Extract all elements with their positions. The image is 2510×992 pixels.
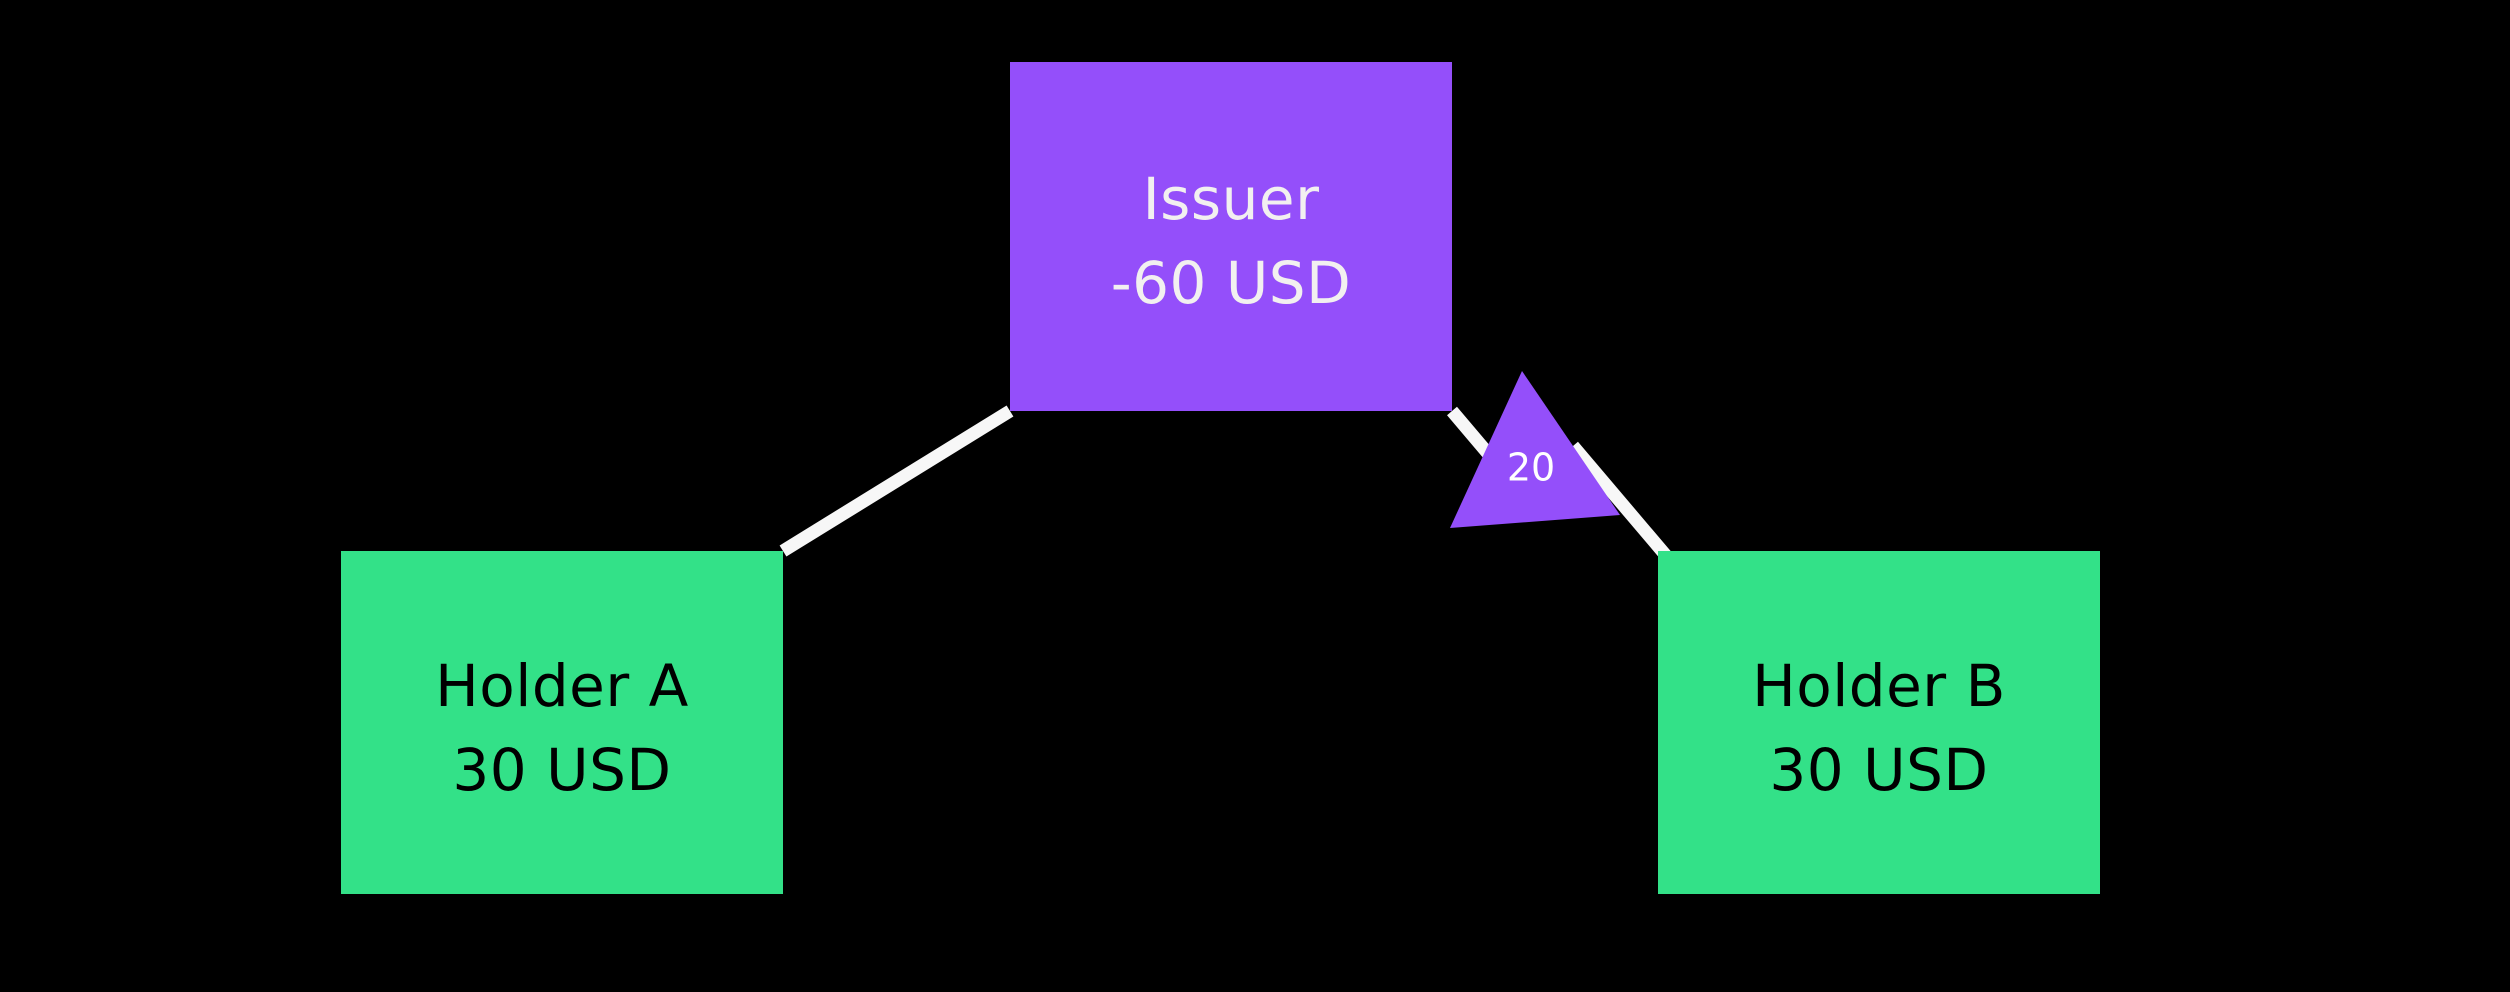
node-issuer-title: Issuer — [1143, 165, 1320, 233]
node-holder-b-rect[interactable] — [1658, 551, 2100, 894]
node-issuer-rect[interactable] — [1010, 62, 1452, 411]
node-holder-a-rect[interactable] — [341, 551, 783, 894]
edge-issuer-to-holder-a[interactable] — [779, 405, 1014, 557]
node-holder-b-title: Holder B — [1752, 652, 2006, 720]
edge-line-issuer-holder-b-upper[interactable] — [1447, 406, 1493, 458]
node-holder-a-amount: 30 USD — [452, 736, 671, 804]
node-issuer-amount: -60 USD — [1111, 249, 1352, 317]
edge-marker-triangle-20[interactable] — [1450, 371, 1620, 528]
edge-issuer-to-holder-b[interactable]: 20 — [1447, 371, 1673, 563]
edge-line-issuer-holder-a[interactable] — [779, 405, 1014, 557]
node-issuer[interactable]: Issuer -60 USD — [1010, 62, 1452, 411]
edge-line-issuer-holder-b-lower[interactable] — [1568, 441, 1673, 563]
node-holder-a[interactable]: Holder A 30 USD — [341, 551, 783, 894]
edge-label-20: 20 — [1507, 446, 1555, 490]
node-holder-b-amount: 30 USD — [1769, 736, 1988, 804]
node-holder-a-title: Holder A — [435, 652, 689, 720]
node-holder-b[interactable]: Holder B 30 USD — [1658, 551, 2100, 894]
